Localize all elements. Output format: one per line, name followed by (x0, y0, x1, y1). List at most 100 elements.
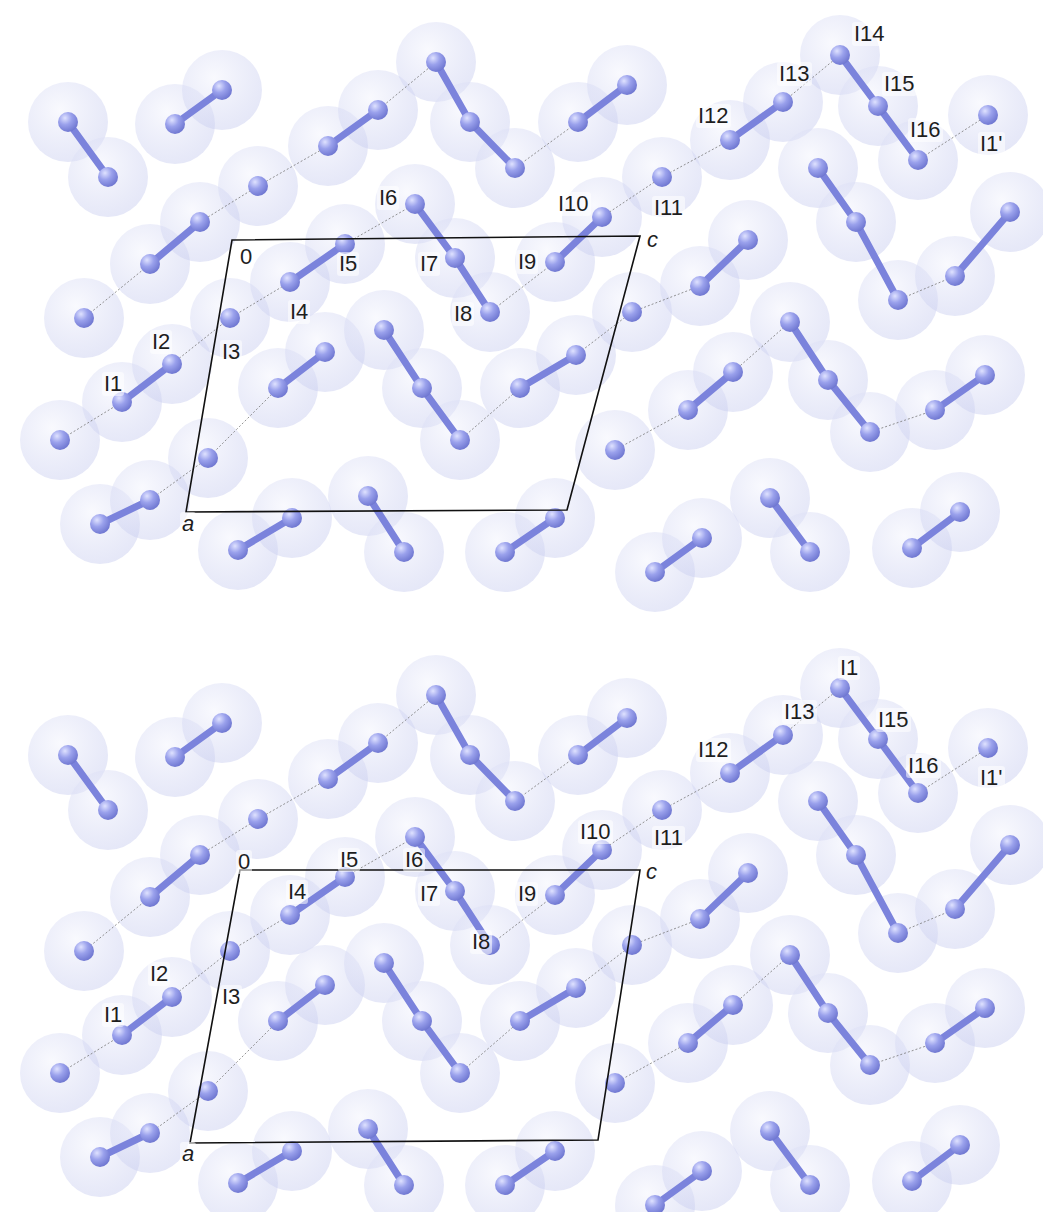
vdw-sphere (878, 753, 958, 833)
structure-panel (20, 648, 1043, 1212)
iodine-atom (50, 1063, 70, 1083)
contact-line (208, 1021, 278, 1091)
axis-label: a (180, 1142, 196, 1166)
iodine-atom (318, 769, 338, 789)
vdw-sphere (110, 460, 190, 540)
vdw-sphere (920, 472, 1000, 552)
atom-label: I7 (418, 882, 440, 906)
iodine-atom (902, 1171, 922, 1191)
atom-label: I13 (782, 700, 817, 724)
iodine-atom (58, 112, 78, 132)
iodine-atom (98, 800, 118, 820)
iodine-atom (495, 542, 515, 562)
iodine-atom (818, 1003, 838, 1023)
contact-line (515, 718, 627, 801)
vdw-sphere (945, 968, 1025, 1048)
iodine-atom (902, 538, 922, 558)
vdw-sphere (305, 204, 385, 284)
iodine-atom (140, 490, 160, 510)
atom-label: I10 (556, 192, 591, 216)
iodine-atom (248, 809, 268, 829)
vdw-sphere (252, 1111, 332, 1191)
iodine-atom (405, 827, 425, 847)
atom-label: I3 (220, 340, 242, 364)
contact-line (460, 919, 700, 1073)
contact-line (460, 286, 700, 440)
atom-label: I9 (516, 250, 538, 274)
iodine-atom (445, 881, 465, 901)
iodine-atom (690, 909, 710, 929)
atom-label: I15 (882, 72, 917, 96)
iodine-atom (74, 308, 94, 328)
structure-panel (20, 15, 1043, 612)
iodine-atom (445, 248, 465, 268)
axis-label: a (180, 512, 196, 536)
contact-line (870, 1043, 935, 1065)
atom-label: I5 (338, 848, 360, 872)
atom-label: I13 (777, 62, 812, 86)
iodine-atom (505, 158, 525, 178)
iodine-atom (374, 320, 394, 340)
iodine-atom (738, 863, 758, 883)
atom-label: I11 (652, 196, 685, 220)
atom-label: I1 (102, 1003, 124, 1027)
bond (955, 212, 1010, 276)
atom-label: I3 (220, 985, 242, 1009)
iodine-atom (228, 540, 248, 560)
vdw-sphere (182, 50, 262, 130)
iodine-atom (248, 176, 268, 196)
iodine-atom (738, 230, 758, 250)
iodine-atom (605, 440, 625, 460)
iodine-atom (950, 502, 970, 522)
iodine-atom (860, 1055, 880, 1075)
iodine-atom (868, 729, 888, 749)
iodine-atom (190, 212, 210, 232)
iodine-atom (945, 266, 965, 286)
iodine-atom (678, 1033, 698, 1053)
iodine-atom (268, 378, 288, 398)
vdw-sphere (592, 272, 672, 352)
bond (436, 62, 515, 168)
atom-label: I6 (403, 848, 425, 872)
vdw-sphere (450, 905, 530, 985)
vdw-sphere (816, 182, 896, 262)
iodine-atom (545, 1141, 565, 1161)
iodine-atom (846, 212, 866, 232)
atom-label: I14 (852, 22, 887, 46)
bond (790, 955, 870, 1065)
iodine-atom (198, 448, 218, 468)
atom-label: I1 (102, 372, 124, 396)
contact-line (84, 62, 436, 318)
vdw-sphere (20, 1033, 100, 1113)
atom-label: I12 (696, 104, 731, 128)
iodine-atom (925, 1033, 945, 1053)
iodine-atom (978, 105, 998, 125)
iodine-atom (545, 508, 565, 528)
iodine-atom (140, 887, 160, 907)
iodine-atom (566, 978, 586, 998)
iodine-atom (426, 685, 446, 705)
iodine-atom (412, 1011, 432, 1031)
bond (68, 122, 108, 177)
iodine-atom (780, 945, 800, 965)
iodine-atom (112, 1025, 132, 1045)
atom-label: I16 (906, 754, 941, 778)
contact-line (122, 204, 415, 402)
iodine-atom (318, 136, 338, 156)
iodine-atom (282, 1141, 302, 1161)
iodine-atom (394, 1175, 414, 1195)
iodine-atom (212, 80, 232, 100)
bond (790, 322, 870, 432)
iodine-atom (98, 167, 118, 187)
iodine-atom (335, 234, 355, 254)
bond (415, 837, 490, 945)
vdw-sphere (920, 1105, 1000, 1185)
iodine-atom (808, 791, 828, 811)
atom-label: I8 (452, 302, 474, 326)
iodine-atom (1000, 835, 1020, 855)
vdw-sphere (970, 172, 1043, 252)
iodine-atom (888, 290, 908, 310)
iodine-atom (1000, 202, 1020, 222)
iodine-atom (800, 1175, 820, 1195)
